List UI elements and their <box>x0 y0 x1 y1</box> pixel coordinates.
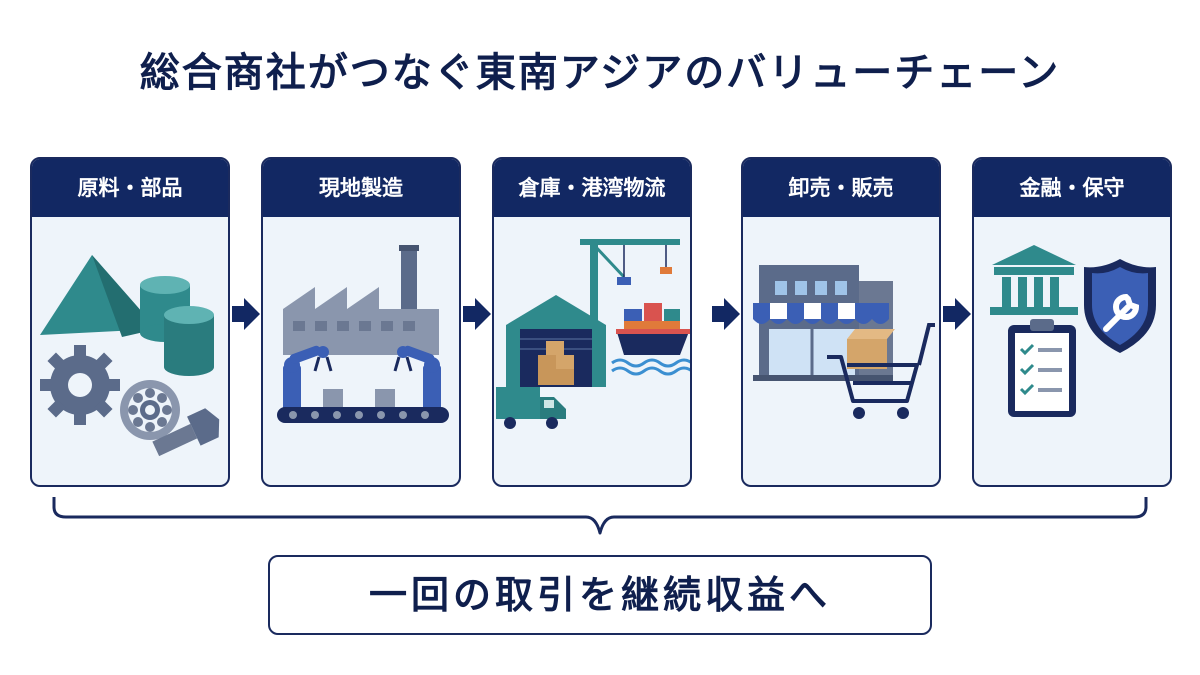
grouping-brace <box>52 497 1148 535</box>
diagram-title: 総合商社がつなぐ東南アジアのバリューチェーン <box>139 50 1061 96</box>
stage-label: 卸売・販売 <box>743 159 939 217</box>
stage-card-logistics: 倉庫・港湾物流 <box>492 157 692 487</box>
outcome-box: 一回の取引を継続収益へ <box>268 555 932 635</box>
flow-arrow-3 <box>712 298 740 330</box>
store-shopping-cart-icon <box>753 265 935 419</box>
stage-card-raw-materials: 原料・部品 <box>30 157 230 487</box>
stage-card-wholesale-retail: 卸売・販売 <box>741 157 941 487</box>
stage-card-finance-maintenance: 金融・保守 <box>972 157 1172 487</box>
factory-robot-arms-icon <box>277 245 449 423</box>
raw-materials-parts-icon <box>40 255 220 457</box>
stage-card-manufacturing: 現地製造 <box>261 157 461 487</box>
stage-label: 倉庫・港湾物流 <box>494 159 690 217</box>
stage-label: 現地製造 <box>263 159 459 217</box>
flow-arrow-4 <box>943 298 971 330</box>
stage-label: 原料・部品 <box>32 159 228 217</box>
warehouse-port-ship-icon <box>496 239 690 429</box>
stage-label: 金融・保守 <box>974 159 1170 217</box>
bank-shield-checklist-icon <box>990 245 1156 417</box>
flow-arrow-2 <box>463 298 491 330</box>
flow-arrow-1 <box>232 298 260 330</box>
